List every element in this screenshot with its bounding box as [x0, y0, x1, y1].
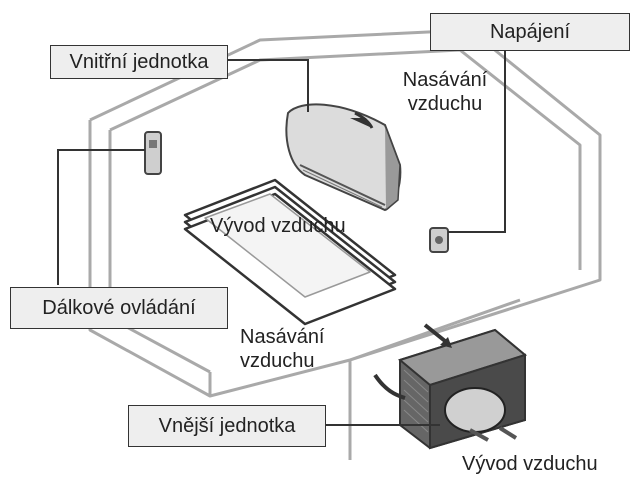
air-intake-outdoor-annotation: Nasávání vzduchu — [240, 325, 325, 373]
indoor-unit-illustration — [286, 104, 400, 210]
outdoor-unit-label: Vnější jednotka — [128, 405, 326, 447]
air-intake-outdoor-line1: Nasávání — [240, 325, 325, 349]
air-outlet-outdoor-annotation: Vývod vzduchu — [462, 452, 598, 476]
air-intake-indoor-annotation: Nasávání vzduchu — [385, 68, 505, 116]
power-outlet-illustration — [430, 228, 448, 252]
air-intake-outdoor-line2: vzduchu — [240, 349, 325, 373]
power-supply-label: Napájení — [430, 13, 630, 51]
air-intake-indoor-line1: Nasávání — [385, 68, 505, 92]
remote-control-label: Dálkové ovládání — [10, 287, 228, 329]
air-intake-indoor-line2: vzduchu — [385, 92, 505, 116]
indoor-unit-label: Vnitřní jednotka — [50, 45, 228, 79]
remote-control-illustration — [145, 132, 161, 174]
air-outlet-indoor-annotation: Vývod vzduchu — [210, 214, 346, 238]
